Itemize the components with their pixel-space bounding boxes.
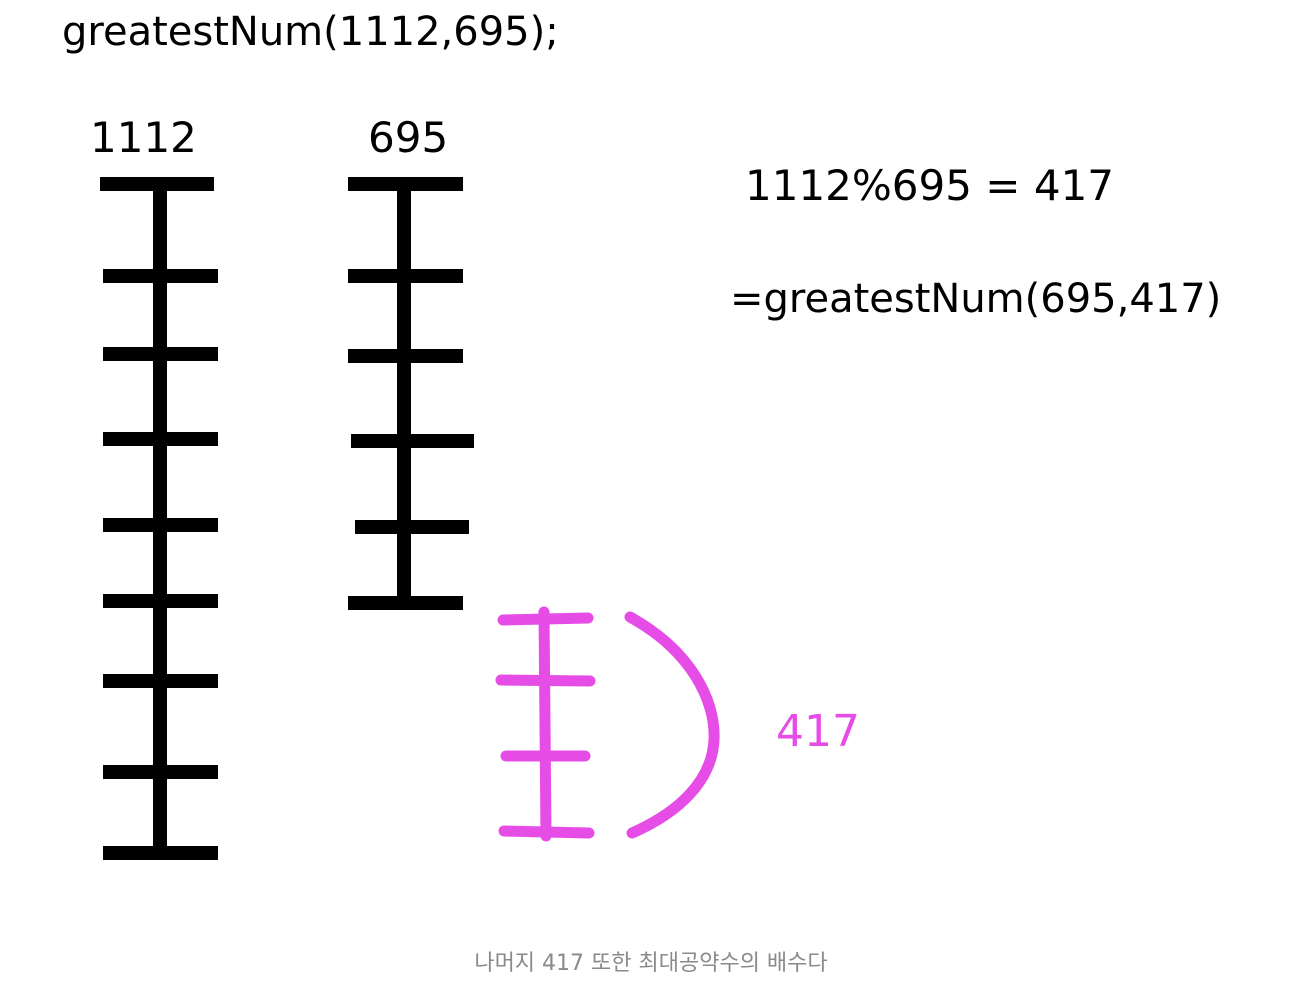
modulo-text: 1112%695 = 417 <box>745 161 1114 210</box>
ruler-1112 <box>100 177 218 860</box>
gcd-diagram: greatestNum(1112,695); 1112 695 1112%695… <box>62 9 1221 860</box>
figure-caption: 나머지 417 또한 최대공약수의 배수다 <box>474 951 828 976</box>
ruler-417-tick <box>498 825 595 839</box>
label-695: 695 <box>368 113 448 162</box>
ruler-417 <box>495 606 720 842</box>
recurse-text: =greatestNum(695,417) <box>730 276 1221 322</box>
ruler-417-tick <box>497 612 594 626</box>
ruler-417-tick <box>495 674 596 687</box>
ruler-695 <box>348 177 474 610</box>
remainder-label: 417 <box>776 706 860 757</box>
remainder-brace <box>624 611 720 839</box>
ruler-417-spine <box>538 606 552 842</box>
call-text: greatestNum(1112,695); <box>62 9 559 55</box>
label-1112: 1112 <box>90 113 197 162</box>
